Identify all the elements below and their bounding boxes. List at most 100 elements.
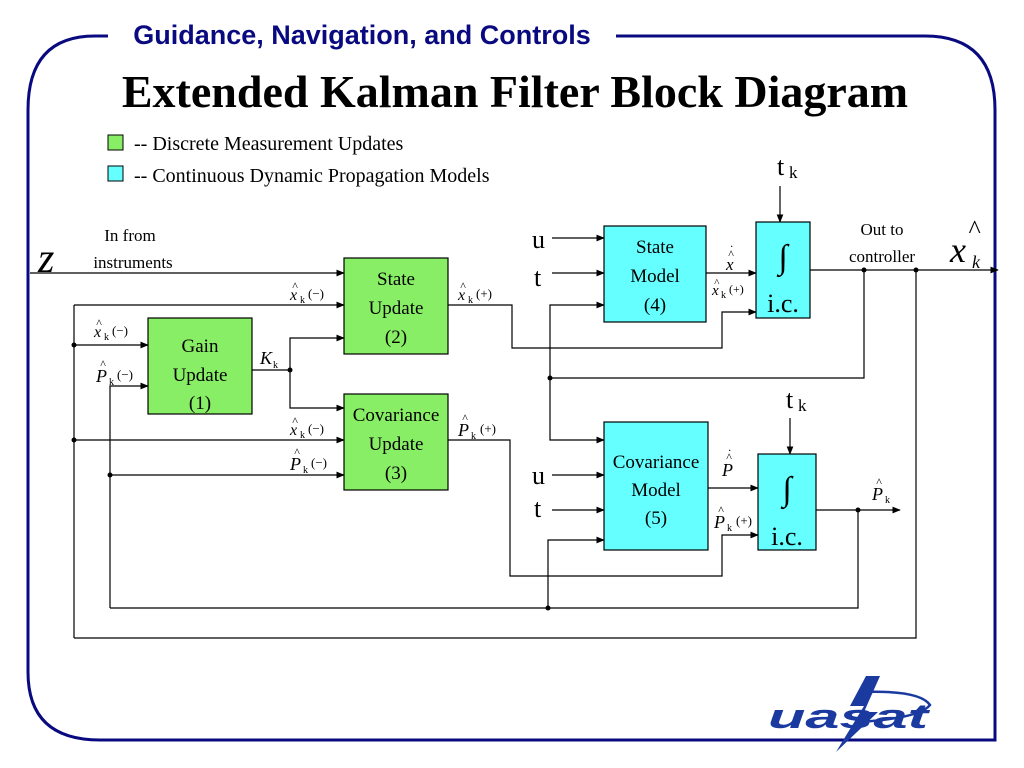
tk-label-cov: t k [786,385,807,415]
label-x-plus-integrator: x ^ k (+) [711,277,744,301]
z-note-1: In from [104,226,155,245]
gain-line-3: (1) [189,393,211,414]
svg-text:^: ^ [728,247,734,261]
wire-k-state [289,334,345,370]
state-update-line-1: State [377,269,415,290]
svg-text:(+): (+) [736,513,752,528]
state-ic-label: i.c. [767,289,799,318]
svg-text:x: x [289,287,297,304]
t-label-cov: t [534,494,542,523]
cov-model-line-3: (5) [645,508,667,529]
svg-text:^: ^ [96,316,102,330]
cov-ic-label: i.c. [771,522,803,551]
tk-label-state: t k [777,152,798,182]
u-label-state: u [532,225,545,254]
integral-icon: ∫ [776,239,790,278]
svg-text:P: P [871,484,883,504]
wire-x-plus [448,304,757,349]
svg-text:^: ^ [462,411,468,425]
hat-mark: ^ [968,215,981,244]
label-x-minus-gain: x ^ k (−) [93,316,128,343]
cov-update-line-2: Update [369,434,424,455]
state-model-line-1: State [636,237,674,258]
svg-text:^: ^ [876,475,882,489]
svg-text:^: ^ [726,450,732,464]
svg-text:^: ^ [292,414,298,428]
z-symbol: z [37,236,54,282]
svg-text:k: k [468,295,473,306]
state-update-block: State Update (2) [343,257,449,355]
svg-text:·: · [730,239,733,253]
wire-k-cov [289,370,345,412]
state-model-line-2: Model [630,266,680,287]
svg-text:k: k [300,430,305,441]
wire-x-state-model [549,301,605,378]
t-text: t [777,152,785,181]
svg-text:x: x [711,283,719,299]
cov-update-line-1: Covariance [353,405,440,426]
t-text: t [786,385,794,414]
svg-text:(+): (+) [476,286,492,301]
gain-line-1: Gain [182,336,219,357]
svg-text:^: ^ [714,277,720,289]
svg-text:(−): (−) [112,323,128,338]
state-integrator-block: ∫ i.c. [755,221,811,319]
label-x-plus-state: x ^ k (+) [457,279,492,306]
svg-text:x: x [289,422,297,439]
wire-p-cov-model [547,536,605,608]
u-label-cov: u [532,461,545,490]
svg-text:(−): (−) [308,421,324,436]
k-subscript: k [972,252,981,272]
svg-text:·: · [728,443,731,457]
svg-text:^: ^ [292,279,298,293]
wire-x-back [74,270,917,639]
label-x-minus-cov: x ^ k (−) [289,414,324,441]
label-p-plus-cov-update: P ^ k (+) [457,411,496,442]
svg-text:x: x [725,255,734,274]
covariance-model-block: Covariance Model (5) [603,421,709,551]
junction [71,342,77,348]
svg-text:k: k [273,360,278,371]
label-p-minus-gain: P ^ k (−) [95,357,133,388]
svg-text:k: k [109,377,114,388]
svg-text:^: ^ [718,503,724,517]
svg-text:(−): (−) [311,455,327,470]
label-p-minus-cov: P ^ k (−) [289,445,327,476]
label-x-minus-state: x ^ k (−) [289,279,324,306]
state-model-line-3: (4) [644,295,666,316]
state-update-line-2: Update [369,298,424,319]
svg-text:P: P [95,366,107,386]
cov-model-line-2: Model [631,480,681,501]
svg-text:P: P [713,512,725,532]
svg-text:K: K [259,348,273,368]
cov-update-line-3: (3) [385,463,407,484]
covariance-update-block: Covariance Update (3) [343,393,449,491]
svg-text:k: k [300,295,305,306]
wire-p-plus [448,439,759,577]
k-text: k [798,396,807,415]
wire-p-back [110,510,859,609]
label-k: K k [259,348,278,371]
svg-text:(−): (−) [117,367,133,382]
header-text: Guidance, Navigation, and Controls [133,20,591,50]
wire-x-feedback [550,270,865,379]
wire-p-minus-gain [109,382,149,608]
state-model-block: State Model (4) [603,225,707,323]
svg-text:k: k [885,495,890,506]
wire-x-cov-model [549,378,605,444]
svg-text:x: x [457,287,465,304]
svg-text:(+): (+) [729,282,744,296]
legend-cyan-swatch [107,165,124,182]
out-note-2: controller [849,247,915,266]
svg-text:x: x [93,324,101,341]
svg-text:P: P [289,454,301,474]
junction [107,472,113,478]
legend-green-swatch [107,134,124,151]
page-title: Extended Kalman Filter Block Diagram [122,66,908,117]
k-text: k [789,163,798,182]
label-p-dot: P ^ · [721,443,733,480]
svg-text:k: k [727,523,732,534]
output-x-hat-label: x ^ k [949,215,981,272]
svg-text:k: k [471,431,476,442]
